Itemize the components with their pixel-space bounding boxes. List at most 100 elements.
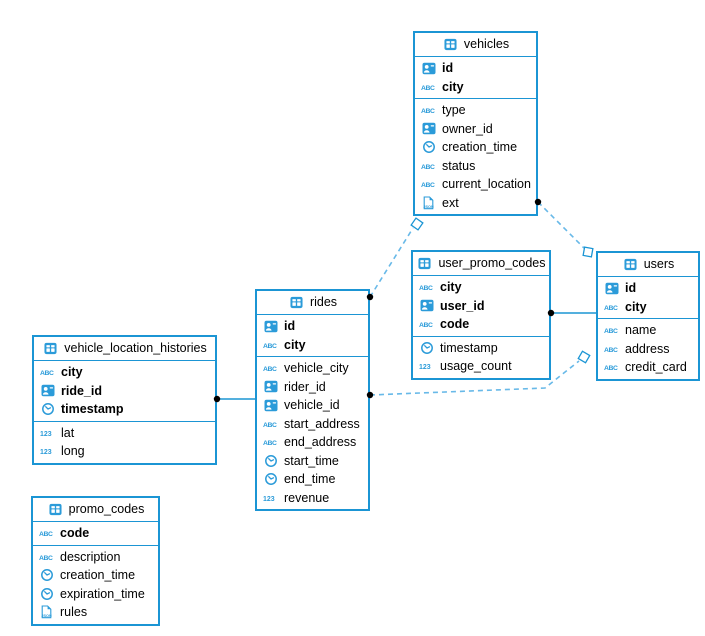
column-user_id[interactable]: user_id — [413, 297, 549, 316]
column-end_time[interactable]: end_time — [257, 470, 368, 489]
column-name: end_time — [284, 472, 336, 486]
column-creation_time[interactable]: creation_time — [33, 566, 158, 585]
svg-text:ABC: ABC — [421, 108, 435, 115]
svg-text:ABC: ABC — [421, 164, 435, 171]
user-id-icon — [262, 399, 279, 412]
table-icon — [442, 38, 459, 51]
column-start_time[interactable]: start_time — [257, 452, 368, 471]
column-id[interactable]: id — [415, 59, 536, 78]
relation-line[interactable] — [537, 201, 585, 249]
svg-text:ABC: ABC — [263, 440, 277, 447]
text-type-icon: ABC — [603, 324, 620, 336]
table-icon — [42, 342, 59, 355]
column-name: vehicle_city — [284, 361, 349, 375]
column-creation_time[interactable]: creation_time — [415, 138, 536, 157]
column-city[interactable]: ABC city — [413, 278, 549, 297]
svg-text:123: 123 — [40, 431, 52, 438]
table-header[interactable]: promo_codes — [33, 498, 158, 522]
table-name: promo_codes — [68, 502, 145, 517]
column-expiration_time[interactable]: expiration_time — [33, 585, 158, 604]
svg-text:JSON: JSON — [41, 614, 52, 618]
column-name: city — [442, 79, 464, 94]
table-icon — [622, 258, 639, 271]
text-type-icon: ABC — [262, 418, 279, 430]
text-type-icon: ABC — [418, 281, 435, 293]
column-name: current_location — [442, 177, 531, 191]
svg-text:ABC: ABC — [39, 531, 53, 538]
column-current_location[interactable]: ABC current_location — [415, 175, 536, 194]
svg-text:123: 123 — [419, 364, 431, 371]
table-header[interactable]: users — [598, 253, 698, 277]
relation-vehicles-users[interactable] — [534, 198, 594, 258]
column-timestamp[interactable]: timestamp — [413, 339, 549, 358]
column-id[interactable]: id — [257, 317, 368, 336]
text-type-icon: ABC — [39, 366, 56, 378]
table-header[interactable]: user_promo_codes — [413, 252, 549, 276]
column-name: start_address — [284, 416, 360, 431]
column-name: vehicle_id — [284, 398, 340, 412]
timestamp-icon — [262, 454, 279, 468]
table-name: vehicle_location_histories — [64, 341, 207, 356]
svg-text:ABC: ABC — [604, 328, 618, 335]
numeric-type-icon: 123 — [418, 360, 435, 372]
json-type-icon: JSON — [38, 605, 55, 619]
table-header[interactable]: rides — [257, 291, 368, 315]
many-end-square-marker — [582, 246, 594, 258]
column-name: id — [625, 281, 637, 295]
column-name: creation_time — [60, 568, 136, 582]
column-name: timestamp — [440, 340, 498, 355]
column-ride_id[interactable]: ride_id — [34, 382, 215, 401]
svg-text:ABC: ABC — [419, 285, 433, 292]
timestamp-icon — [38, 568, 55, 582]
column-name: city — [440, 280, 462, 294]
svg-text:ABC: ABC — [421, 182, 435, 189]
column-start_address[interactable]: ABC start_address — [257, 415, 368, 434]
table-name: user_promo_codes — [438, 256, 546, 271]
relation-vehicle_location_histories-rides[interactable] — [213, 395, 255, 403]
column-name: start_time — [284, 453, 339, 468]
relation-line[interactable] — [369, 227, 414, 298]
column-owner_id[interactable]: owner_id — [415, 120, 536, 139]
user-id-icon — [262, 380, 279, 393]
numeric-type-icon: 123 — [39, 445, 56, 457]
column-name: id — [284, 319, 296, 333]
table-header[interactable]: vehicles — [415, 33, 536, 57]
relation-user_promo_codes-users[interactable] — [547, 309, 596, 317]
svg-text:ABC: ABC — [39, 555, 53, 562]
column-timestamp[interactable]: timestamp — [34, 400, 215, 419]
column-rider_id[interactable]: rider_id — [257, 378, 368, 397]
column-id[interactable]: id — [598, 279, 698, 298]
table-header[interactable]: vehicle_location_histories — [34, 337, 215, 361]
column-vehicle_id[interactable]: vehicle_id — [257, 396, 368, 415]
